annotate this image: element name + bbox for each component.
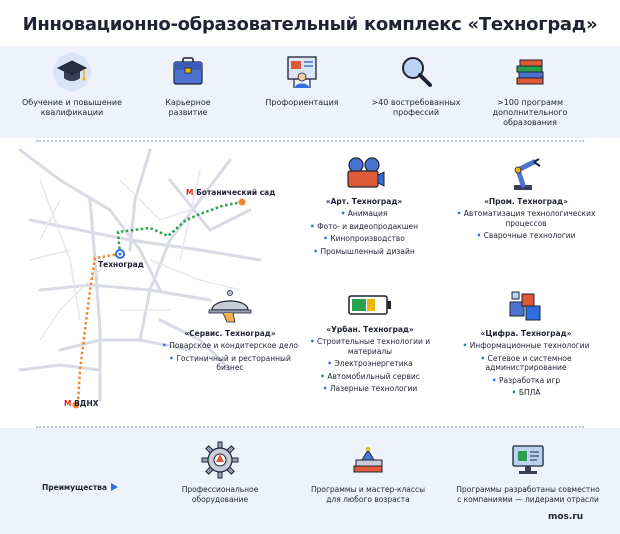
- station-vdnh-label: М ВДНХ: [64, 399, 99, 408]
- orange-metro-line: [76, 252, 121, 403]
- cubes-icon: [509, 291, 541, 321]
- battery-icon: [348, 295, 391, 315]
- gear-icon: [201, 441, 239, 479]
- green-route-line: [116, 200, 243, 255]
- list-item: • Фото- и видеопродакшен: [309, 221, 419, 231]
- list-item: • БПЛА: [511, 388, 541, 397]
- book-stack-icon: [353, 447, 383, 473]
- list-item: • Разработка игр: [491, 375, 561, 385]
- cluster-prom: «Пром. Техноград» • Автоматизация технол…: [456, 156, 596, 241]
- magnifier-icon: [402, 57, 432, 87]
- divider-top: [36, 140, 584, 142]
- cluster-digital: «Цифра. Техноград» • Информационные техн…: [448, 288, 604, 398]
- divider-bottom: [36, 426, 584, 428]
- list-item: • Электроэнергетика: [327, 359, 413, 368]
- cluster-art: «Арт. Техноград» • Анимация • Фото- и ви…: [296, 156, 432, 256]
- cluster-urban: «Урбан. Техноград» • Строительные технол…: [300, 290, 440, 394]
- list-item: • Гостиничный и ресторанный бизнес: [169, 353, 291, 373]
- list-item: • Сетевое и системное администрирование: [480, 353, 572, 373]
- station-vdnh-dot: [72, 401, 80, 409]
- arrow-right-icon: [111, 483, 118, 491]
- list-item: • Промышленный дизайн: [313, 246, 415, 256]
- station-botanical-dot: [238, 198, 246, 206]
- list-item: • Автоматизация технологических процессо…: [456, 209, 596, 228]
- brand-logo: mos.ru: [548, 512, 584, 522]
- feature-career-guidance: Профориентация: [242, 52, 362, 108]
- list-item: • Кинопроизводство: [323, 234, 405, 243]
- monitor-icon: [512, 445, 544, 474]
- list-item: • Лазерные технологии: [322, 384, 418, 393]
- list-item: • Сварочные технологии: [476, 231, 576, 240]
- briefcase-icon: [173, 57, 203, 85]
- list-item: • Автомобильный сервис: [320, 371, 420, 381]
- tehnograd-label: Техноград: [98, 260, 144, 269]
- list-item: • Анимация: [340, 209, 388, 218]
- list-item: • Строительные технологии и материалы: [309, 337, 431, 356]
- cloche-icon: [208, 290, 252, 323]
- station-botanical-label: М Ботанический сад: [186, 188, 276, 197]
- list-item: • Поварское и кондитерское дело: [162, 341, 298, 350]
- books-icon: [516, 59, 544, 85]
- film-camera-icon: [347, 157, 385, 188]
- advantages-title: Преимущества: [42, 483, 107, 492]
- cluster-service: «Сервис. Техноград» • Поварское и кондит…: [160, 288, 300, 373]
- presentation-board-icon: [287, 56, 317, 88]
- list-item: • Информационные технологии: [462, 341, 590, 350]
- page-title: Инновационно-образовательный комплекс «Т…: [22, 14, 598, 35]
- robot-arm-icon: [514, 158, 541, 190]
- graduation-cap-icon: [53, 53, 91, 91]
- location-map: [18, 148, 262, 409]
